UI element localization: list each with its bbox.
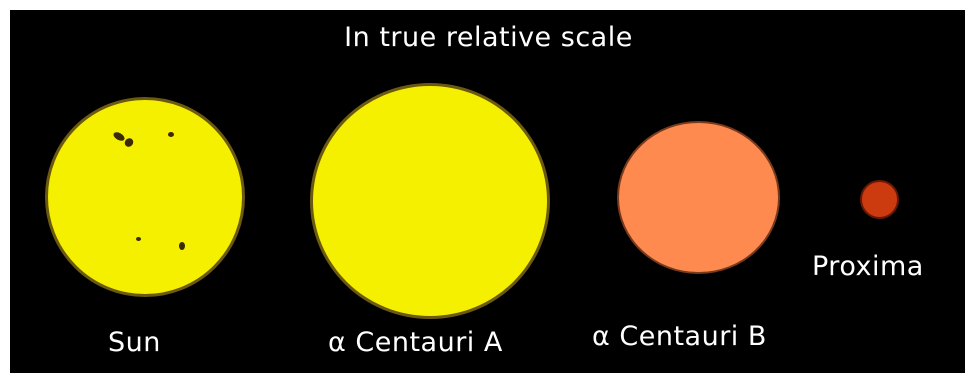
figure-title: In true relative scale (344, 22, 633, 53)
alpha-centauri-b-disc (617, 121, 780, 274)
proxima-label: Proxima (812, 251, 924, 282)
sunspot (136, 237, 141, 241)
sun-label: Sun (108, 327, 161, 358)
proxima-disc (860, 180, 899, 219)
alpha-centauri-a-disc (310, 83, 550, 319)
sunspot (168, 132, 174, 137)
sun-disc (45, 97, 245, 297)
alpha-centauri-a-label: α Centauri A (328, 327, 503, 358)
sunspot (179, 242, 185, 250)
alpha-centauri-b-label: α Centauri B (592, 321, 767, 352)
